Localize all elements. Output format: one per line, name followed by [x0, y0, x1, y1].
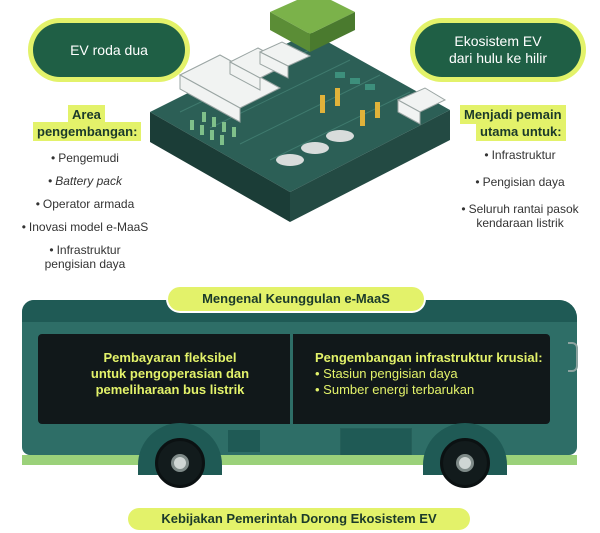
- pemain-heading-line2: utama untuk:: [476, 122, 566, 141]
- list-item: •Pengemudi: [51, 151, 119, 165]
- list-item: • Stasiun pengisian daya: [315, 366, 458, 381]
- emaas-banner: Mengenal Keunggulan e-MaaS: [168, 287, 424, 311]
- list-item: •Inovasi model e-MaaS: [21, 220, 149, 234]
- area-heading-line2: pengembangan:: [33, 122, 142, 141]
- pemain-heading-line1: Menjadi pemain: [460, 105, 566, 124]
- left-window-line3: pemeliharaan bus listrik: [95, 382, 245, 397]
- ekosistem-line2: dari hulu ke hilir: [448, 50, 548, 66]
- ev-roda-dua-label: EV roda dua: [33, 23, 185, 77]
- bus-roof-stripe: [22, 300, 577, 322]
- list-item: •Pengisian daya: [475, 175, 565, 189]
- right-window-heading: Pengembangan infrastruktur krusial:: [315, 350, 543, 365]
- bus-bottom-strip: [22, 455, 577, 465]
- ev-roda-dua-pill: EV roda dua: [28, 18, 190, 82]
- left-window-line2: untuk pengoperasian dan: [90, 366, 250, 381]
- area-list: •Pengemudi •Battery pack •Operator armad…: [10, 151, 160, 271]
- list-item: •Battery pack: [48, 174, 122, 188]
- ekosistem-ev-pill: Ekosistem EV dari hulu ke hilir: [410, 18, 586, 82]
- ekosistem-line1: Ekosistem EV: [454, 33, 542, 49]
- factory-illustration: [150, 0, 450, 222]
- bus-windows: [38, 334, 550, 424]
- left-window-text: Pembayaran fleksibel untuk pengoperasian…: [60, 350, 280, 398]
- ekosistem-ev-label: Ekosistem EV dari hulu ke hilir: [415, 23, 581, 77]
- list-item: •Infrastruktur: [484, 148, 556, 162]
- left-wheel: [155, 438, 205, 488]
- bus-door: [340, 428, 412, 457]
- window-divider: [290, 334, 293, 424]
- bus-panel: [228, 430, 260, 452]
- left-window-line1: Pembayaran fleksibel: [103, 350, 237, 365]
- wheel-hub: [171, 454, 189, 472]
- footer-banner: Kebijakan Pemerintah Dorong Ekosistem EV: [128, 508, 470, 530]
- wheel-hub: [456, 454, 474, 472]
- right-window-text: Pengembangan infrastruktur krusial: • St…: [315, 350, 545, 398]
- side-mirror: [568, 342, 578, 372]
- list-item: •Operator armada: [35, 197, 135, 211]
- list-item: • Sumber energi terbarukan: [315, 382, 475, 397]
- right-wheel: [440, 438, 490, 488]
- area-heading-line1: Area: [68, 105, 105, 124]
- pemain-list: •Infrastruktur •Pengisian daya •Seluruh …: [445, 148, 595, 239]
